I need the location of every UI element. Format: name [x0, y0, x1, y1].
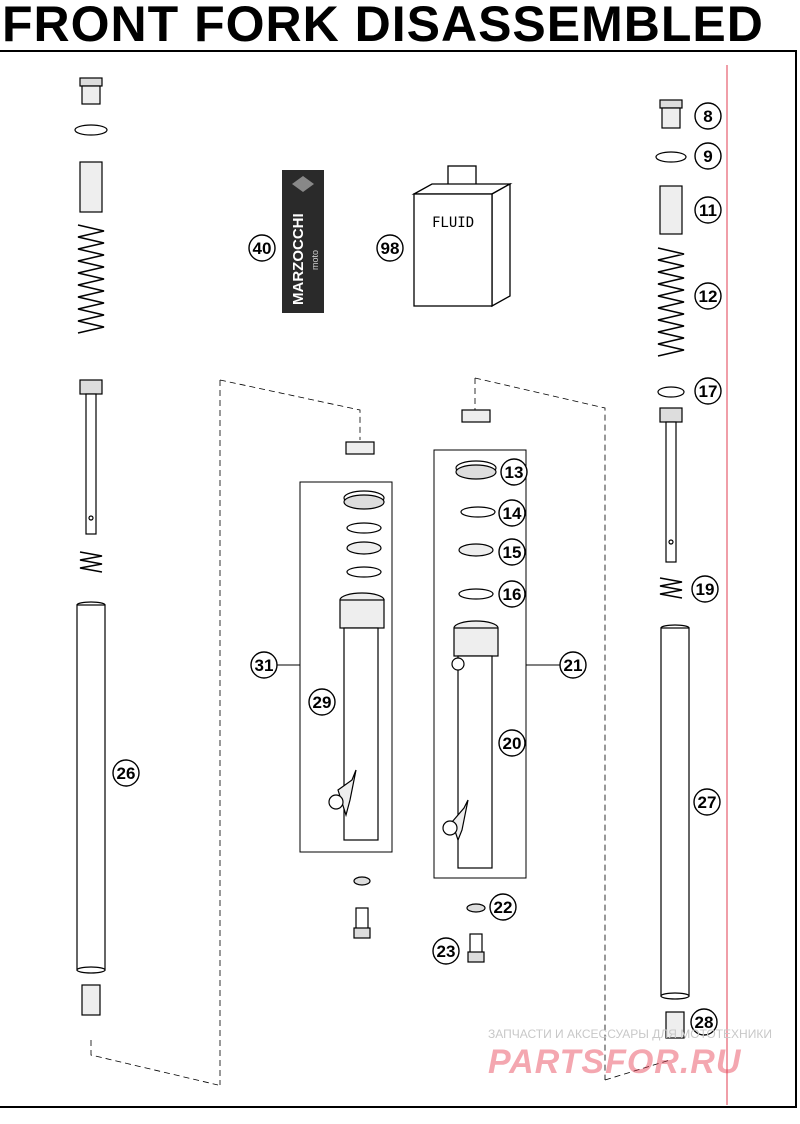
callout-number-28: 28: [695, 1013, 714, 1032]
callout-number-14: 14: [503, 504, 522, 523]
left-spring: [77, 224, 105, 334]
callout-number-20: 20: [503, 734, 522, 753]
callout-number-15: 15: [503, 543, 522, 562]
callout-number-12: 12: [699, 287, 718, 306]
callout-number-23: 23: [437, 942, 456, 961]
part-callouts: 8 9 11 12 17 19 27 28 40 98 13 14 15 16 21 20 22 23 31 29 26: [112, 102, 722, 1036]
callout-number-98: 98: [381, 239, 400, 258]
callout-number-13: 13: [505, 463, 524, 482]
callout-circle-11: [694, 196, 722, 224]
right-fork-leg: [655, 99, 690, 1039]
callout-circle-26: [112, 759, 140, 787]
callout-number-19: 19: [696, 580, 715, 599]
page-title: FRONT FORK DISASSEMBLED: [2, 0, 764, 52]
callout-circle-21: [559, 651, 587, 679]
fluid-label: FLUID: [432, 215, 474, 231]
bolts-and-washers: [353, 876, 486, 963]
callout-circle-9: [694, 142, 722, 170]
callout-number-8: 8: [703, 107, 712, 126]
callout-circle-13: [500, 458, 528, 486]
callout-number-17: 17: [699, 382, 718, 401]
callout-number-16: 16: [503, 585, 522, 604]
left-fork-leg: [74, 77, 108, 1016]
callout-circle-16: [498, 580, 526, 608]
assembly-21-parts: [442, 409, 499, 869]
callout-number-9: 9: [703, 147, 712, 166]
callout-circle-22: [489, 893, 517, 921]
callout-number-21: 21: [564, 656, 583, 675]
callout-circle-20: [498, 729, 526, 757]
fluid-bottle: FLUID: [411, 165, 513, 308]
alignment-lines: [90, 377, 671, 1086]
logo-brand: MARZOCCHI: [290, 213, 307, 305]
callout-circle-31: [250, 651, 278, 679]
callout-circle-98: [376, 234, 404, 262]
watermark-brand: PARTSFOR.RU: [488, 1043, 742, 1081]
logo-sub: moto: [310, 250, 320, 270]
assembly-box-31: [299, 481, 393, 853]
callout-circle-28: [690, 1008, 718, 1036]
callout-circle-23: [432, 937, 460, 965]
callout-number-11: 11: [699, 201, 717, 220]
callout-number-31: 31: [255, 656, 274, 675]
callout-circle-8: [694, 102, 722, 130]
callout-circle-17: [694, 377, 722, 405]
assembly-31-parts: [328, 441, 385, 841]
callout-number-27: 27: [698, 793, 717, 812]
callout-circle-12: [694, 282, 722, 310]
marzocchi-logo-decal: MARZOCCHI moto: [282, 170, 324, 313]
callout-circle-19: [691, 575, 719, 603]
assembly-box-21: [433, 449, 527, 879]
diagram-frame: [0, 50, 797, 1108]
callout-circle-15: [498, 538, 526, 566]
callout-circle-14: [498, 499, 526, 527]
callout-number-26: 26: [117, 764, 136, 783]
callout-number-40: 40: [253, 239, 272, 258]
callout-circle-27: [693, 788, 721, 816]
callout-circle-29: [308, 688, 336, 716]
callout-number-22: 22: [494, 898, 513, 917]
callout-circle-40: [248, 234, 276, 262]
watermark-tagline: ЗАПЧАСТИ И АКСЕССУАРЫ ДЛЯ МОТОТЕХНИКИ: [488, 1027, 772, 1041]
callout-number-29: 29: [313, 693, 332, 712]
